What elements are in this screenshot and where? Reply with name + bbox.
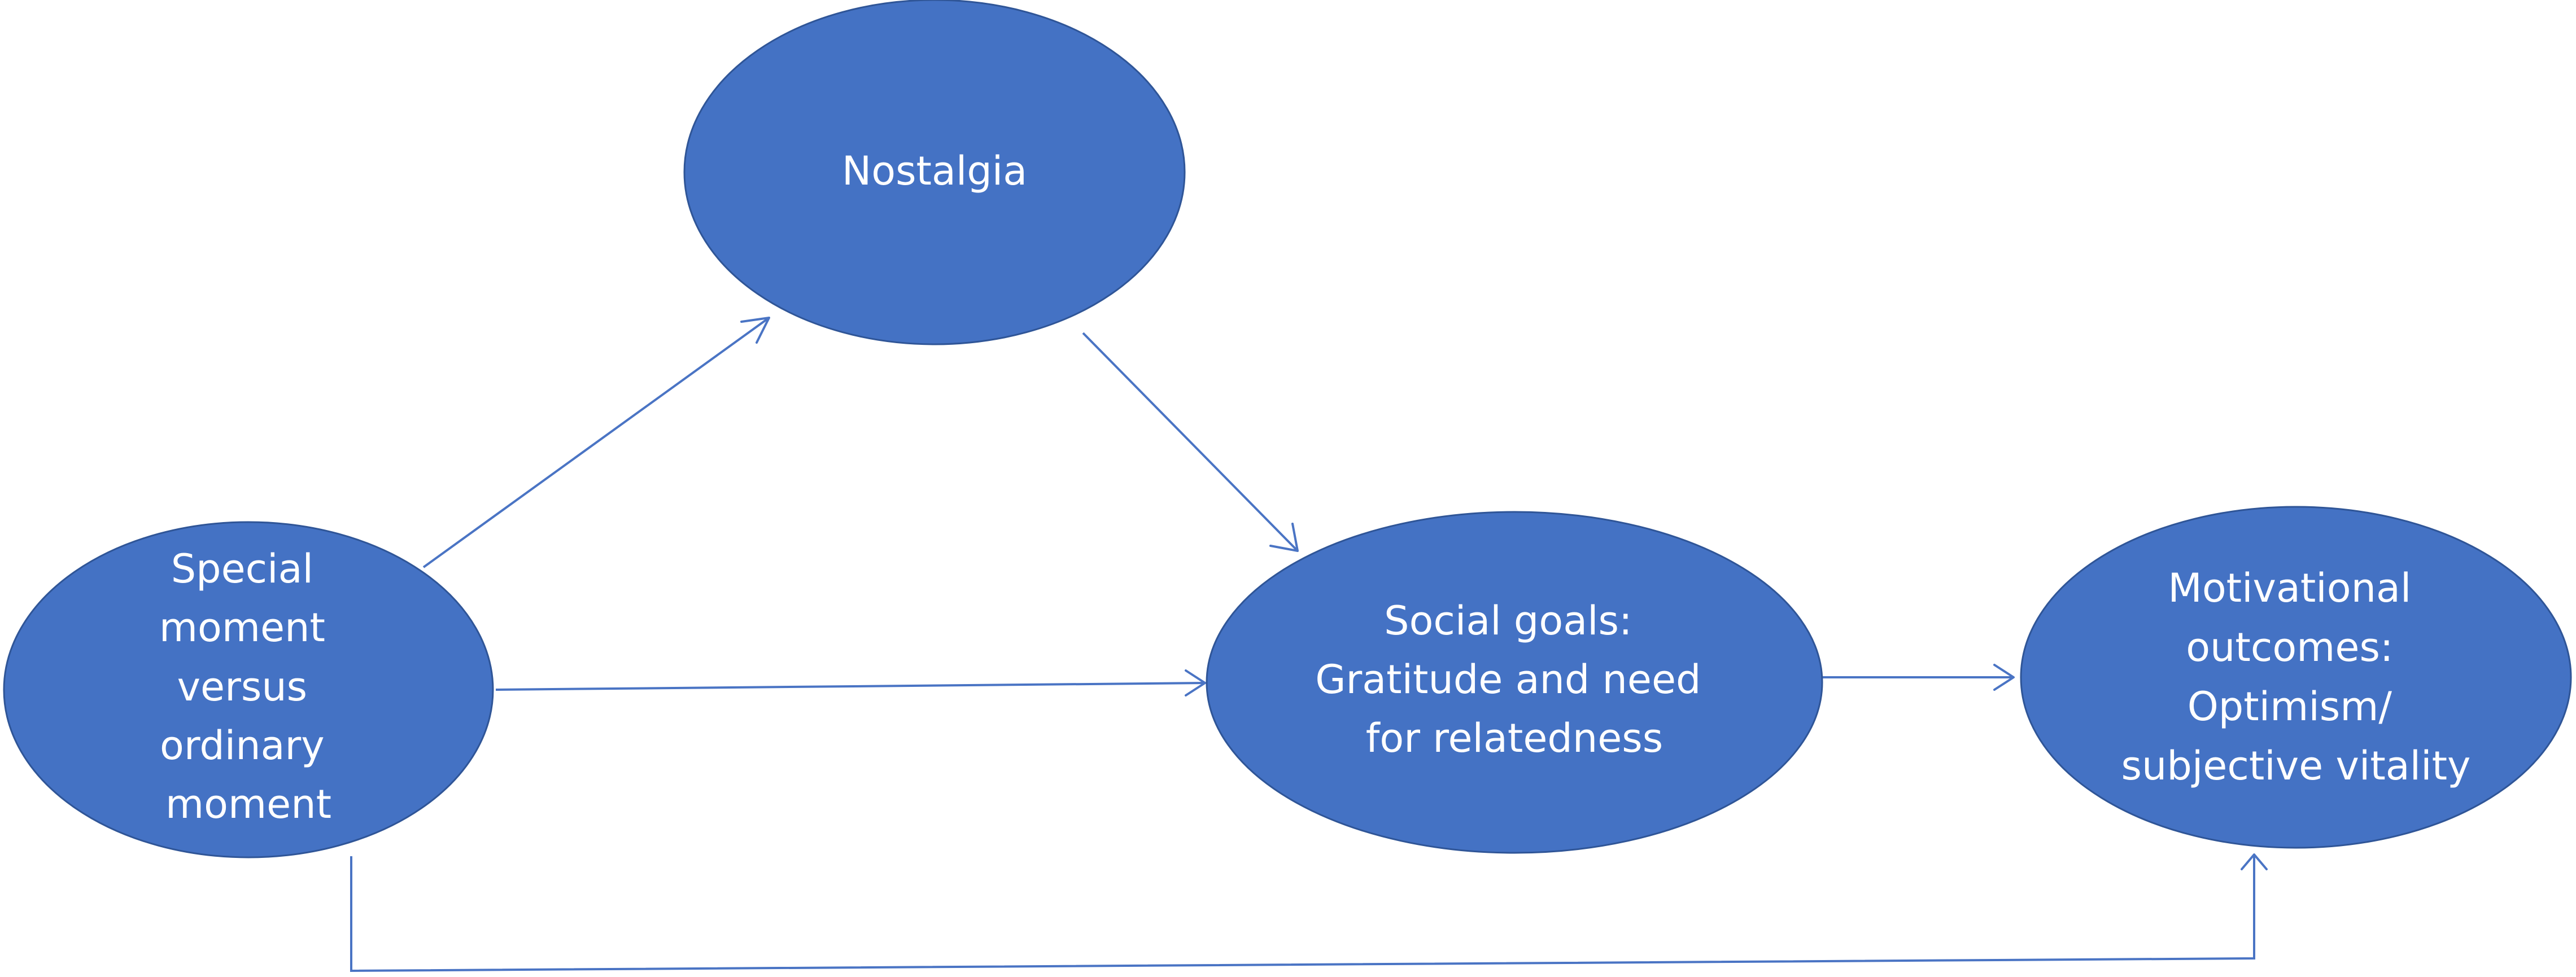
node-nostalgia-label: Nostalgia xyxy=(842,148,1027,194)
node-motivational-outcomes-line-1: Motivational xyxy=(2168,565,2411,611)
node-social-goals-line-2: Gratitude and need xyxy=(1315,656,1701,703)
node-motivational-outcomes-line-2: outcomes: xyxy=(2186,624,2393,671)
node-motivational-outcomes-line-4: subjective vitality xyxy=(2121,743,2471,789)
node-social-goals-line-3: for relatedness xyxy=(1366,715,1663,761)
node-special-moment-line-1: Special xyxy=(171,546,313,592)
node-motivational-outcomes-line-3: Optimism/ xyxy=(2188,684,2392,730)
node-special-moment-label: Special moment versus ordinary moment xyxy=(159,546,338,827)
edge-nostalgia-to-social-goals xyxy=(1082,332,1299,552)
node-social-goals-shape xyxy=(1206,511,1823,854)
node-special-moment-shape xyxy=(3,521,494,858)
node-motivational-outcomes-shape xyxy=(2020,506,2572,849)
node-special-moment: Special moment versus ordinary moment xyxy=(3,521,494,858)
node-nostalgia-shape xyxy=(683,0,1186,345)
node-social-goals-line-1: Social goals: xyxy=(1384,598,1632,644)
node-social-goals-label: Social goals: Gratitude and need for rel… xyxy=(1315,598,1714,761)
edge-social-goals-to-motivational-outcomes xyxy=(1823,664,2015,691)
edges xyxy=(350,317,2268,972)
node-nostalgia: Nostalgia xyxy=(683,0,1186,345)
node-special-moment-line-3: versus xyxy=(177,664,308,710)
node-special-moment-line-4: ordinary xyxy=(160,722,325,769)
edge-special-moment-to-motivational-outcomes xyxy=(350,853,2268,972)
node-nostalgia-line-1: Nostalgia xyxy=(842,148,1027,194)
edge-special-moment-to-nostalgia xyxy=(422,317,770,568)
node-special-moment-line-2: moment xyxy=(159,604,325,651)
edge-special-moment-to-social-goals xyxy=(495,669,1206,696)
node-social-goals: Social goals: Gratitude and need for rel… xyxy=(1206,511,1823,854)
node-motivational-outcomes: Motivational outcomes: Optimism/ subject… xyxy=(2020,506,2572,849)
node-special-moment-line-5: moment xyxy=(165,781,331,827)
node-motivational-outcomes-label: Motivational outcomes: Optimism/ subject… xyxy=(2121,565,2471,789)
